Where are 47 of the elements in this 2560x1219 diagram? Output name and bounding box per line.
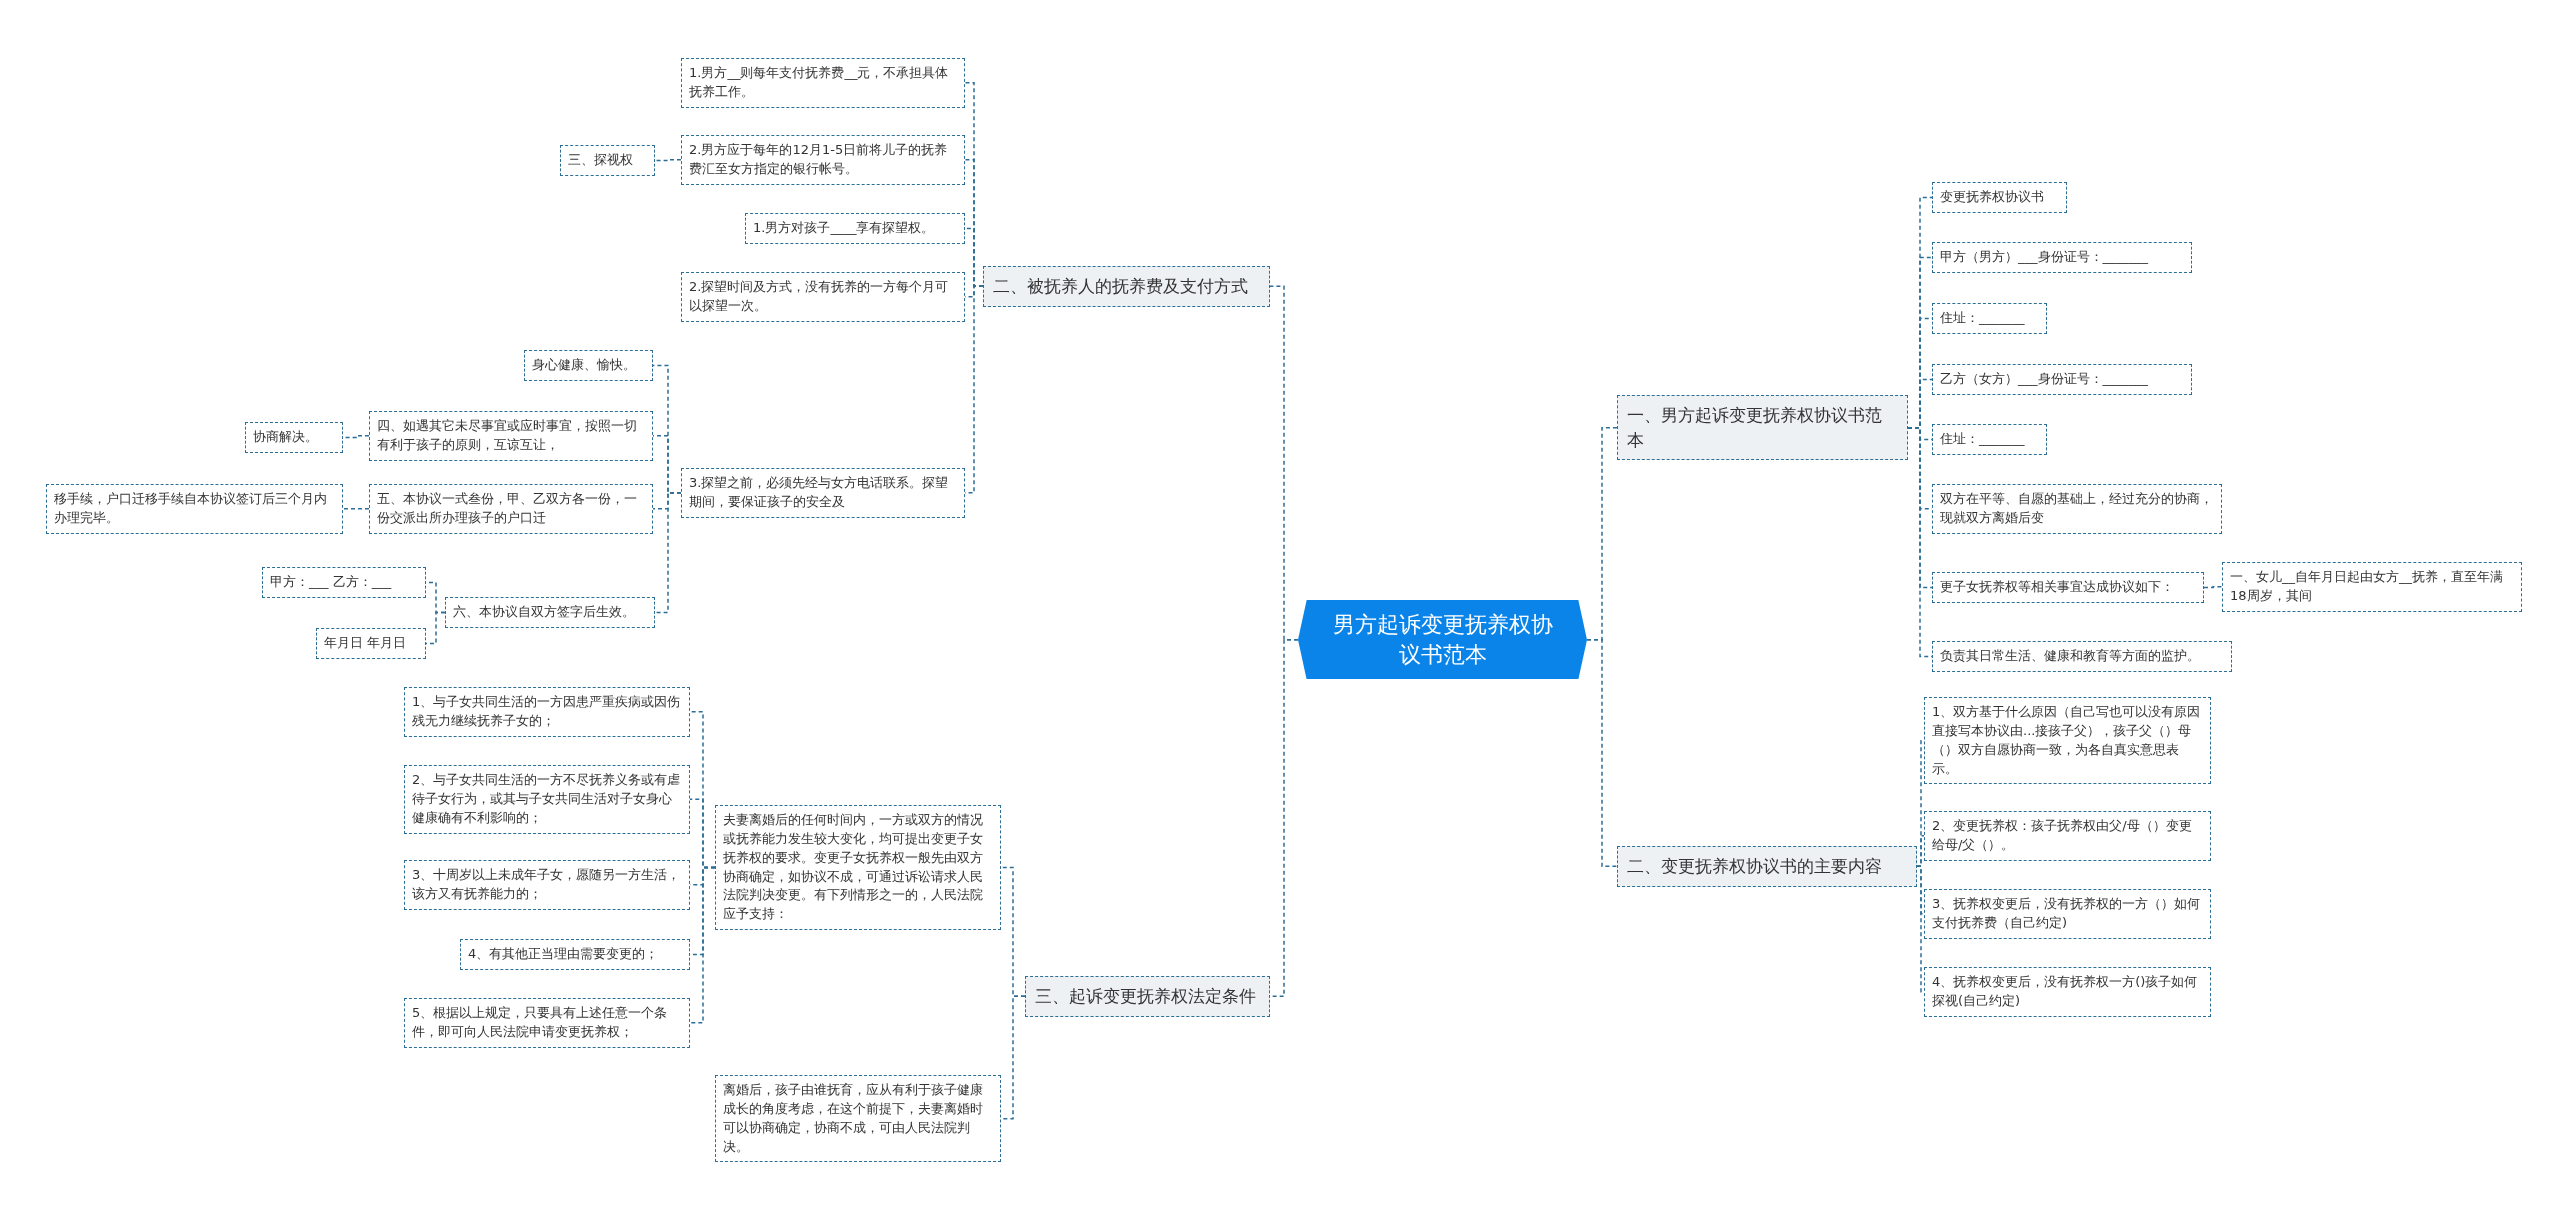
topic-box: 3、十周岁以上未成年子女，愿随另一方生活，该方又有抚养能力的； [404, 860, 690, 910]
branch-topic: 三、起诉变更抚养权法定条件 [1025, 976, 1270, 1017]
topic-box: 4、抚养权变更后，没有抚养权一方()孩子如何探视(自己约定) [1924, 967, 2211, 1017]
topic-box: 1.男方__则每年支付抚养费__元，不承担具体抚养工作。 [681, 58, 965, 108]
topic-box: 住址：_______ [1932, 424, 2047, 455]
connector-line [689, 866, 716, 1024]
topic-box: 双方在平等、自愿的基础上，经过充分的协商，现就双方离婚后变 [1932, 484, 2222, 534]
topic-box: 四、如遇其它未尽事宜或应时事宜，按照一切有利于孩子的原则，互谅互让， [369, 411, 653, 461]
topic-box: 离婚后，孩子由谁抚育，应从有利于孩子健康成长的角度考虑，在这个前提下，夫妻离婚时可以协商确定，协商不成，可由人民法院判决。 [715, 1075, 1001, 1163]
topic-box: 1、与子女共同生活的一方因患严重疾病或因伤残无力继续抚养子女的； [404, 687, 690, 737]
connector-line [1916, 865, 1925, 993]
connector-line [654, 159, 682, 162]
topic-box: 更子女抚养权等相关事宜达成协议如下： [1932, 572, 2204, 603]
topic-box: 甲方：___ 乙方：___ [262, 567, 426, 598]
topic-box: 负责其日常生活、健康和教育等方面的监护。 [1932, 641, 2232, 672]
connector-line [1586, 638, 1618, 868]
topic-box: 协商解决。 [245, 422, 343, 453]
topic-box: 年月日 年月日 [316, 628, 426, 659]
topic-box: 移手续，户口迁移手续自本协议签订后三个月内办理完毕。 [46, 484, 343, 534]
topic-box: 五、本协议一式叁份，甲、乙双方各一份，一份交派出所办理孩子的户口迁 [369, 484, 653, 534]
branch-topic: 二、被抚养人的抚养费及支付方式 [983, 266, 1270, 307]
topic-box: 一、女儿__自年月日起由女方__抚养，直至年满18周岁，其间 [2222, 562, 2522, 612]
topic-box: 三、探视权 [560, 145, 655, 176]
branch-topic: 一、男方起诉变更抚养权协议书范本 [1617, 395, 1908, 461]
topic-box: 2、与子女共同生活的一方不尽抚养义务或有虐待子女行为，或其与子女共同生活对子女身心健康确有不利影响的； [404, 765, 690, 834]
connector-line [342, 508, 370, 510]
topic-box: 1、双方基于什么原因（自己写也可以没有原因直接写本协议由...接孩子父），孩子父（）母（）双方自愿协商一致，为各自真实意思表示。 [1924, 697, 2211, 785]
topic-box: 5、根据以上规定，只要具有上述任意一个条件，即可向人民法院申请变更抚养权； [404, 998, 690, 1048]
topic-box: 3、抚养权变更后，没有抚养权的一方（）如何支付抚养费（自己约定) [1924, 889, 2211, 939]
branch-topic: 二、变更抚养权协议书的主要内容 [1617, 846, 1917, 887]
connector-line [2203, 586, 2223, 589]
topic-box: 乙方（女方）___身份证号：_______ [1932, 364, 2192, 395]
topic-box: 4、有其他正当理由需要变更的； [460, 939, 690, 970]
topic-box: 六、本协议自双方签字后生效。 [445, 597, 655, 628]
topic-box: 2、变更抚养权：孩子抚养权由父/母（）变更给母/父（）。 [1924, 811, 2211, 861]
topic-box: 1.男方对孩子____享有探望权。 [745, 213, 965, 244]
connector-line [654, 492, 682, 614]
topic-box: 变更抚养权协议书 [1932, 182, 2067, 213]
central-topic: 男方起诉变更抚养权协议书范本 [1298, 600, 1587, 680]
topic-box: 住址：_______ [1932, 303, 2047, 334]
topic-box: 2.探望时间及方式，没有抚养的一方每个月可以探望一次。 [681, 272, 965, 322]
topic-box: 甲方（男方）___身份证号：_______ [1932, 242, 2192, 273]
topic-box: 3.探望之前，必须先经与女方电话联系。探望期间，要保证孩子的安全及 [681, 468, 965, 518]
topic-box: 身心健康、愉快。 [524, 350, 653, 381]
connector-line [1000, 995, 1026, 1120]
topic-box: 夫妻离婚后的任何时间内，一方或双方的情况或抚养能力发生较大变化，均可提出变更子女抚养权的要求。变更子女抚养权一般先由双方协商确定，如协议不成，可通过诉讼请求人民法院判决变更。有下列情形之一的，人民法院应予支持： [715, 805, 1001, 931]
topic-box: 2.男方应于每年的12月1-5日前将儿子的抚养费汇至女方指定的银行帐号。 [681, 135, 965, 185]
